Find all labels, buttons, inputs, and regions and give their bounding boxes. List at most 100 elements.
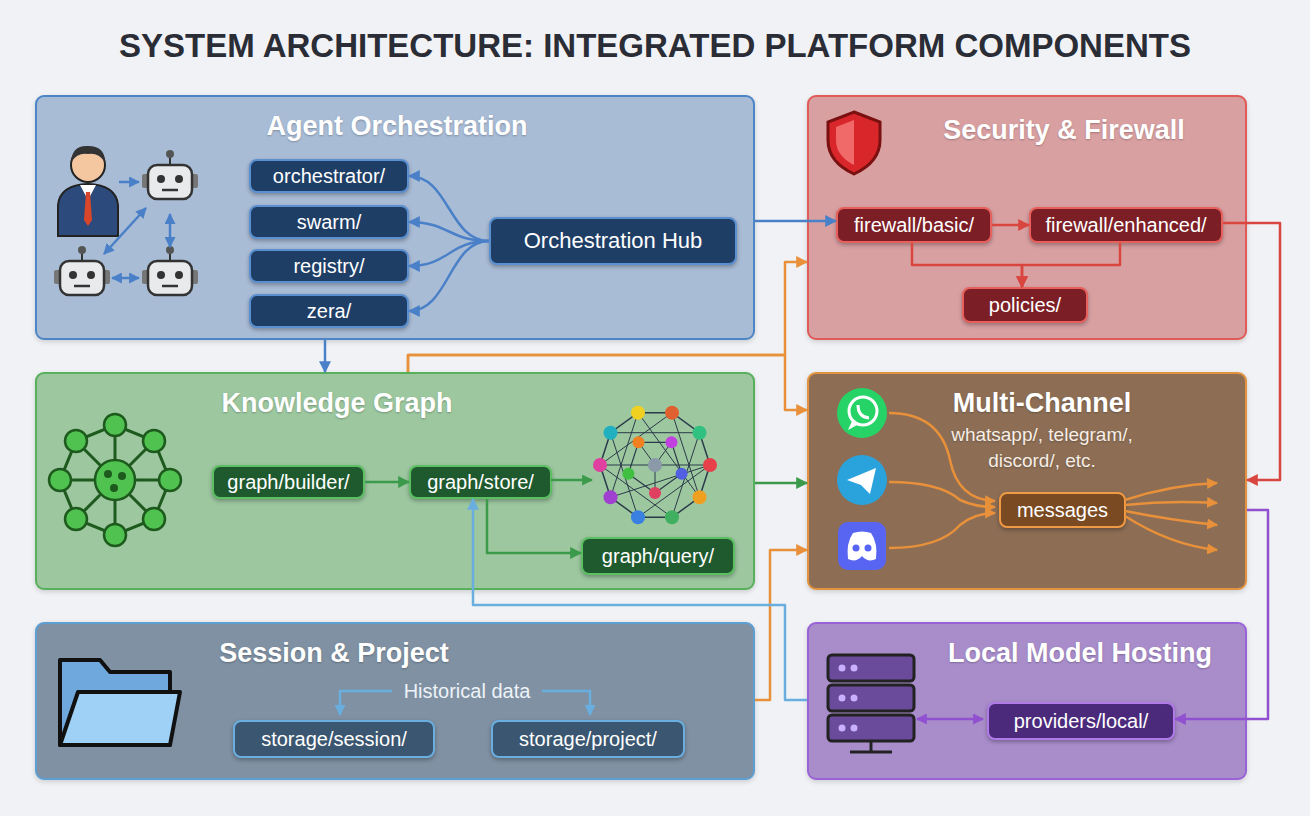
agent-team-icon (71, 148, 105, 182)
agent-team-icon (169, 156, 171, 165)
server-icon (828, 655, 914, 752)
whatsapp-icon (837, 388, 887, 438)
connector-arrow (365, 481, 409, 484)
connector-arrow (409, 241, 489, 311)
server-icon (851, 665, 858, 672)
agent-team-icon (142, 150, 198, 199)
knowledge-network-illustration (649, 487, 661, 499)
server-icon (839, 725, 846, 732)
module-label: graph/query/ (602, 545, 714, 568)
agent-team-icon (84, 192, 92, 226)
module-box: providers/local/ (987, 702, 1175, 740)
connector-arrow (992, 224, 1029, 227)
channel-flow-lines (889, 482, 995, 507)
component-panel: Agent Orchestrationorchestrator/swarm/re… (35, 95, 755, 340)
server-icon (870, 741, 873, 752)
discord-icon (848, 532, 877, 561)
module-box: zera/ (249, 294, 409, 328)
agent-team-icon (119, 181, 139, 184)
agent-team-icon (104, 270, 110, 284)
channel-flow-lines (1125, 502, 1217, 505)
knowledge-network-illustration (600, 413, 710, 518)
agent-team-icon (54, 270, 60, 284)
knowledge-network-illustration (593, 458, 607, 472)
graph-wheel-icon (65, 430, 87, 452)
agent-team-icon (58, 184, 118, 236)
server-icon (851, 725, 858, 732)
module-label: messages (1017, 499, 1108, 522)
shield-icon (828, 112, 880, 174)
knowledge-network-illustration (633, 436, 645, 448)
knowledge-network-illustration (655, 442, 672, 465)
discord-icon (865, 545, 872, 552)
history-leader-lines (340, 691, 590, 715)
module-label: zera/ (307, 300, 351, 323)
discord-icon (838, 522, 886, 570)
agent-team-icon (71, 146, 105, 162)
connector-arrow (1175, 510, 1268, 719)
module-label: swarm/ (297, 211, 361, 234)
server-icon (828, 685, 914, 711)
server-icon (850, 751, 892, 754)
connector-arrow (755, 550, 807, 700)
panel-title: Session & Project (184, 636, 484, 670)
module-label: graph/store/ (427, 471, 534, 494)
connector-arrow (1223, 223, 1280, 480)
graph-wheel-icon (95, 460, 135, 500)
knowledge-network-illustration (600, 413, 710, 518)
knowledge-network-illustration (693, 490, 707, 504)
module-box: messages (999, 492, 1126, 528)
knowledge-network-illustration (703, 458, 717, 472)
agent-team-icon (175, 271, 183, 279)
connector-arrow (409, 241, 489, 266)
knowledge-network-illustration (622, 468, 634, 480)
module-box: graph/store/ (409, 465, 552, 499)
channel-flow-lines (889, 413, 995, 501)
agent-team-icon (157, 271, 165, 279)
module-box: orchestrator/ (249, 159, 409, 193)
connector-arrow (409, 222, 489, 241)
agent-team-icon (54, 146, 198, 295)
link-arrow (917, 718, 983, 721)
connector-arrow (324, 340, 327, 372)
graph-wheel-icon (143, 430, 165, 452)
module-box: policies/ (962, 287, 1088, 323)
knowledge-network-illustration (693, 426, 707, 440)
component-panel: Multi-Channelwhatsapp/, telegram/, disco… (807, 372, 1247, 590)
knowledge-network-illustration (604, 490, 618, 504)
connector-arrow (408, 262, 807, 372)
component-panel: Knowledge Graphgraph/builder/graph/store… (35, 372, 755, 590)
agent-team-icon (142, 174, 148, 188)
knowledge-network-illustration (666, 436, 678, 448)
component-panel: Security & Firewallfirewall/basic/firewa… (807, 95, 1247, 340)
discord-icon (853, 545, 860, 552)
connector-arrow (755, 482, 807, 485)
channel-flow-lines (889, 513, 995, 548)
knowledge-network-illustration (628, 442, 681, 493)
module-label: storage/session/ (261, 728, 407, 751)
module-label: orchestrator/ (273, 165, 385, 188)
module-box: graph/query/ (581, 537, 735, 575)
graph-wheel-icon (60, 425, 170, 535)
graph-wheel-icon (49, 414, 181, 546)
agent-team-icon (166, 150, 174, 158)
server-icon (839, 695, 846, 702)
folder-icon (60, 660, 170, 745)
agent-team-icon (81, 252, 83, 261)
component-panel: Local Model Hosting providers/local/ (807, 622, 1247, 780)
agent-team-icon (169, 252, 171, 261)
whatsapp-icon (858, 405, 869, 418)
knowledge-network-illustration (655, 465, 710, 466)
folder-icon (60, 660, 180, 745)
agent-team-icon (162, 285, 178, 288)
flow-arrow (551, 479, 592, 482)
agent-team-icon (166, 246, 174, 254)
knowledge-network-illustration (631, 510, 645, 524)
whatsapp-icon (848, 421, 857, 430)
agent-team-icon (80, 185, 96, 200)
connector-arrow (912, 243, 1022, 287)
panel-title: Local Model Hosting (930, 636, 1230, 670)
panel-subtitle: whatsapp/, telegram/, discord/, etc. (932, 422, 1152, 474)
